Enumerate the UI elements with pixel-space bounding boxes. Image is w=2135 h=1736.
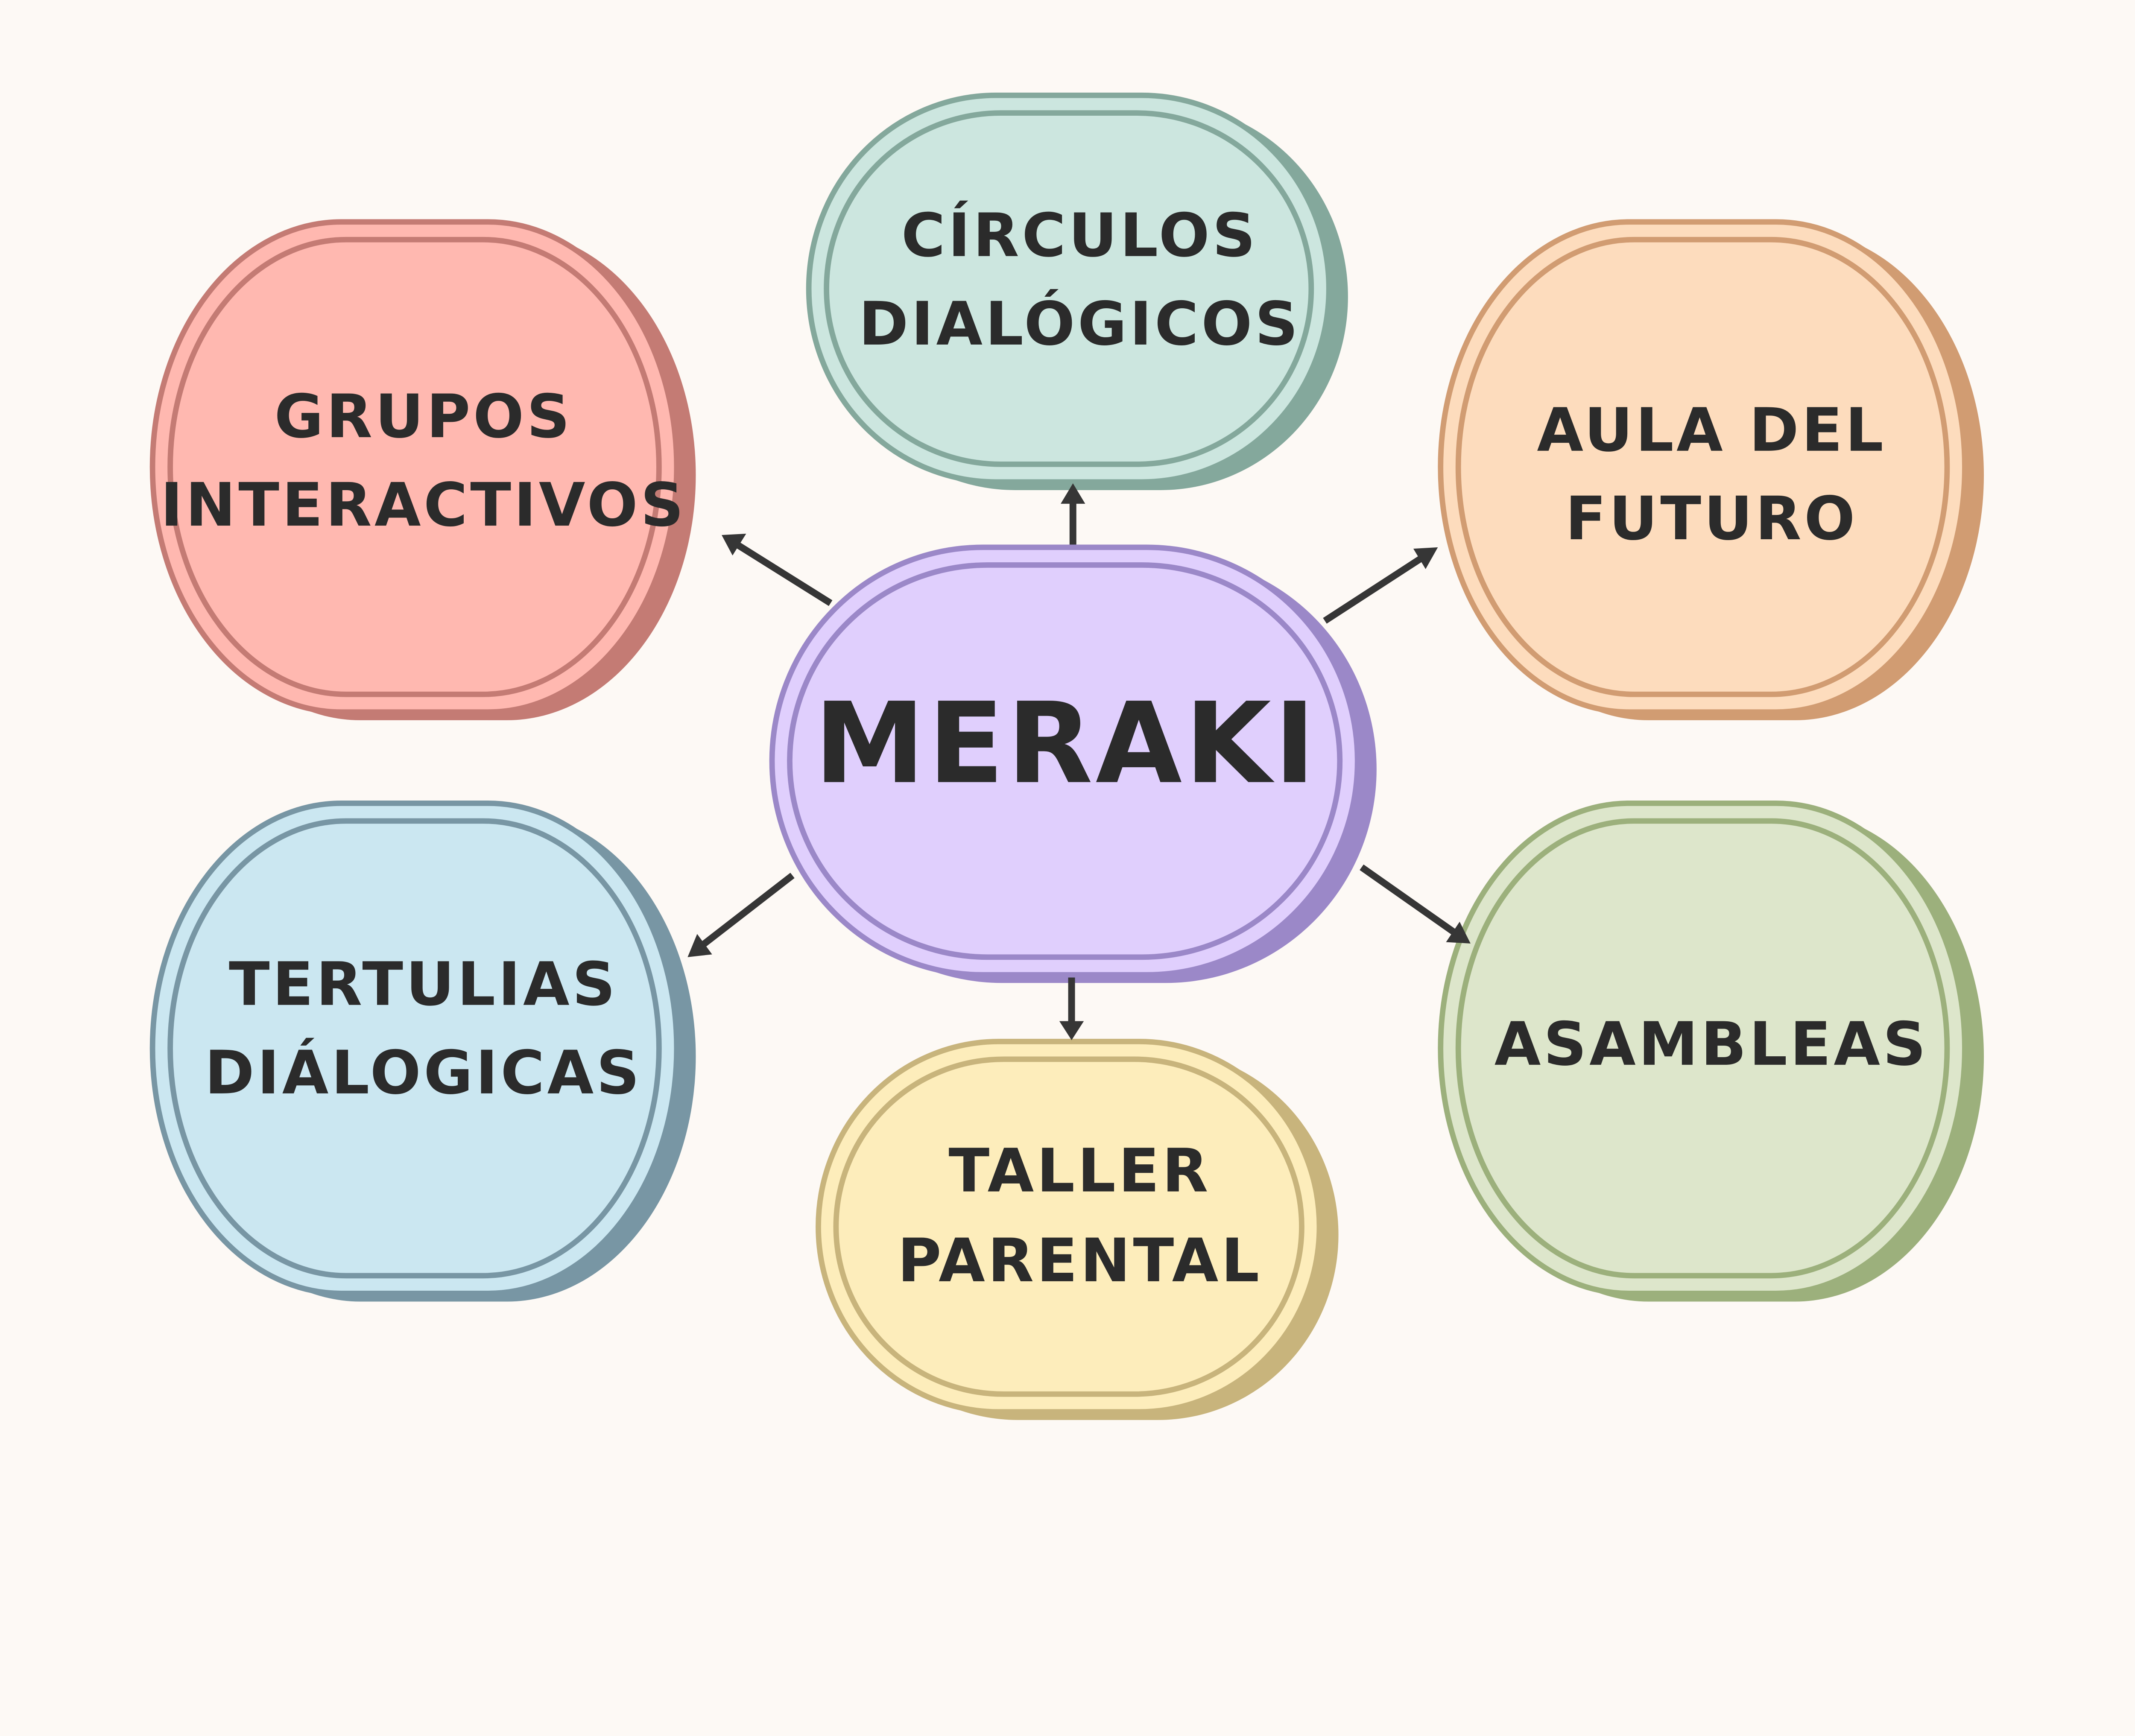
aula-inner-ring — [1455, 237, 1950, 697]
grupos-label-line1[interactable]: GRUPOS — [274, 382, 573, 452]
taller-node[interactable] — [816, 1039, 1339, 1420]
circulos-label-line1[interactable]: CÍRCULOS — [901, 200, 1258, 271]
arrow-to-grupos — [722, 533, 833, 606]
taller-label-line1[interactable]: TALLER — [949, 1136, 1211, 1206]
arrow-to-taller — [1059, 977, 1084, 1040]
center-outer-ring — [769, 544, 1360, 978]
center-node[interactable] — [769, 544, 1377, 983]
taller-outer-ring — [816, 1039, 1322, 1415]
arrow-to-aula — [1323, 547, 1438, 624]
asambleas-label[interactable]: ASAMBLEAS — [1494, 1010, 1929, 1079]
center-label[interactable]: MERAKI — [814, 678, 1318, 809]
center-inner-ring — [787, 562, 1343, 960]
tertulias-label-line1[interactable]: TERTULIAS — [229, 950, 618, 1020]
grupos-outer-ring — [149, 219, 680, 715]
circulos-outer-ring — [806, 92, 1332, 485]
aula-label-line2[interactable]: FUTURO — [1565, 484, 1858, 554]
arrow-to-circulos — [1061, 483, 1085, 545]
tertulias-node[interactable] — [149, 800, 696, 1302]
tertulias-inner-ring — [167, 818, 662, 1279]
tertulias-label-line2[interactable]: DIÁLOGICAS — [205, 1038, 642, 1108]
connectors — [687, 483, 1471, 1040]
aula-outer-ring — [1438, 219, 1968, 715]
asambleas-inner-ring — [1455, 818, 1950, 1279]
grupos-inner-ring — [167, 237, 662, 697]
mind-map: MERAKI CÍRCULOS DIALÓGICOS GRUPOS INTERA… — [149, 92, 1984, 1420]
arrow-to-tertulias — [687, 873, 795, 957]
asambleas-node[interactable] — [1438, 800, 1984, 1302]
arrow-to-asambleas — [1360, 864, 1471, 944]
grupos-label-line2[interactable]: INTERACTIVOS — [161, 471, 687, 540]
tertulias-outer-ring — [149, 800, 680, 1296]
circulos-node[interactable] — [806, 92, 1348, 490]
aula-node[interactable] — [1438, 219, 1984, 720]
grupos-node[interactable] — [149, 219, 696, 720]
aula-label-line1[interactable]: AULA DEL — [1537, 396, 1886, 465]
taller-label-line2[interactable]: PARENTAL — [898, 1226, 1262, 1296]
asambleas-outer-ring — [1438, 800, 1968, 1296]
taller-inner-ring — [833, 1056, 1304, 1397]
circulos-label-line2[interactable]: DIALÓGICOS — [859, 289, 1301, 359]
circulos-inner-ring — [824, 110, 1314, 467]
